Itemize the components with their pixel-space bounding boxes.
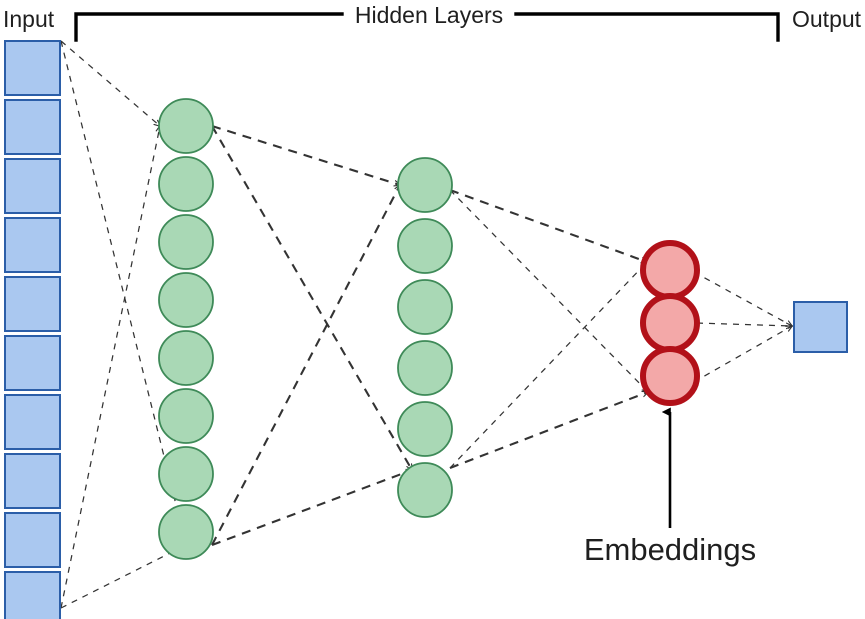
connection-line-3 xyxy=(60,126,160,609)
input-layer-node-6 xyxy=(4,335,61,391)
connection-line-13 xyxy=(693,271,792,326)
hidden-layer-1-node-4 xyxy=(158,272,214,328)
connection-line-5 xyxy=(211,124,400,185)
input-layer-node-3 xyxy=(4,158,61,214)
hidden-layer-1-node-2 xyxy=(158,156,214,212)
connection-line-4 xyxy=(60,545,186,609)
input-layer-node-5 xyxy=(4,276,61,332)
connection-line-7 xyxy=(211,185,401,546)
connection-line-14 xyxy=(696,322,792,326)
input-layer-node-10 xyxy=(4,571,61,619)
nodes-group xyxy=(4,40,848,619)
input-layer-node-4 xyxy=(4,217,61,273)
connection-line-12 xyxy=(449,392,648,469)
hidden-layer-1-node-1 xyxy=(158,98,214,154)
hidden-layers-bracket xyxy=(74,12,780,42)
embedding-layer-node-1 xyxy=(640,240,700,300)
output-label: Output xyxy=(792,6,862,32)
embedding-layer-node-2 xyxy=(640,293,700,353)
input-layer-node-2 xyxy=(4,99,61,155)
hidden-layer-2-node-2 xyxy=(397,218,453,274)
hidden-layer-2-node-3 xyxy=(397,279,453,335)
connection-line-11 xyxy=(449,262,647,469)
hidden-layer-1-node-7 xyxy=(158,446,214,502)
hidden-layer-2-node-1 xyxy=(397,157,453,213)
hidden-layer-2-node-4 xyxy=(397,340,453,396)
connection-line-1 xyxy=(60,40,160,126)
connection-line-6 xyxy=(211,125,412,470)
input-layer-node-7 xyxy=(4,394,61,450)
hidden-layer-1-node-6 xyxy=(158,388,214,444)
hidden-layer-2-node-5 xyxy=(397,401,453,457)
input-layer-node-8 xyxy=(4,453,61,509)
input-layer-node-9 xyxy=(4,512,61,568)
connection-line-15 xyxy=(693,326,792,383)
hidden-layers-label: Hidden Layers xyxy=(355,2,503,28)
embedding-layer-node-3 xyxy=(640,346,700,406)
hidden-layer-1-node-5 xyxy=(158,330,214,386)
connection-line-9 xyxy=(449,189,647,262)
input-layer-node-1 xyxy=(4,40,61,96)
output-layer-node-1 xyxy=(793,301,848,353)
embeddings-label: Embeddings xyxy=(584,532,756,567)
hidden-layer-1-node-8 xyxy=(158,504,214,560)
hidden-layer-1-node-3 xyxy=(158,214,214,270)
connection-line-8 xyxy=(211,470,412,546)
connection-line-10 xyxy=(449,189,648,392)
input-label: Input xyxy=(3,6,55,32)
hidden-layer-2-node-6 xyxy=(397,462,453,518)
